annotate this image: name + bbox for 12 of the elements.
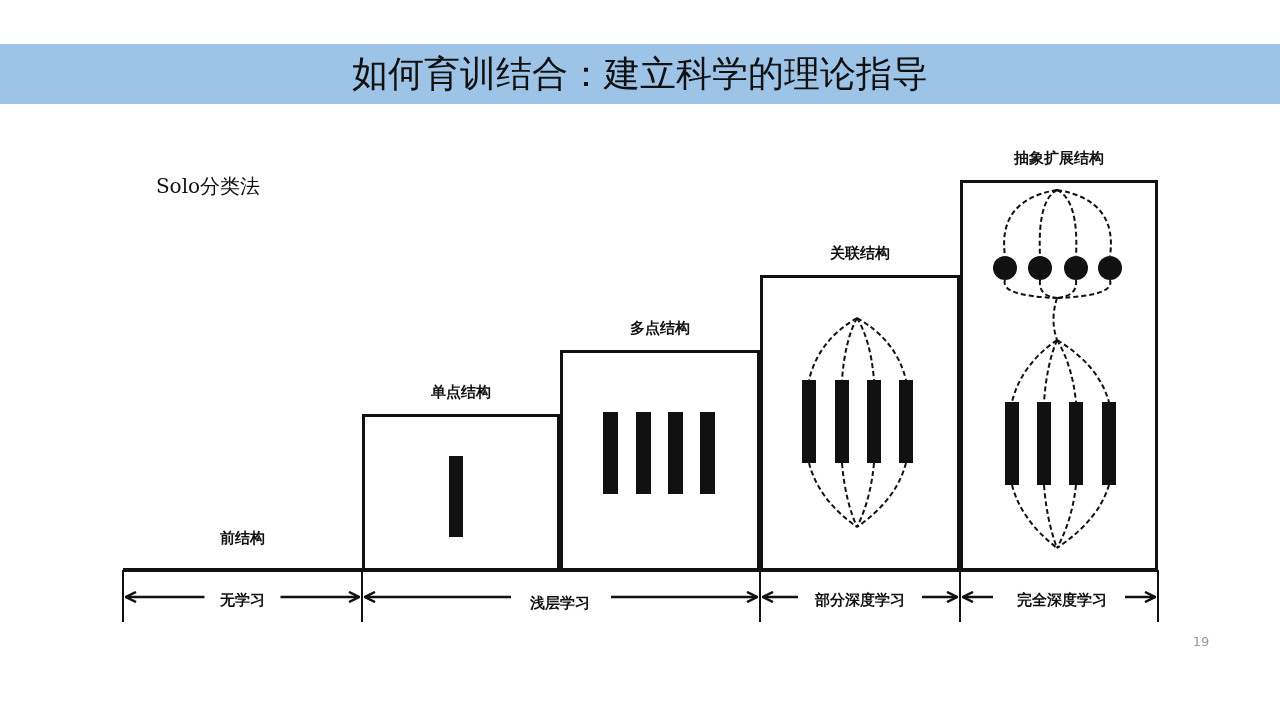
level-label: 前结构	[219, 528, 265, 548]
span-label: 完全深度学习	[1017, 590, 1107, 610]
step-heading: 关联结构	[830, 244, 890, 263]
span-label: 无学习	[219, 590, 265, 610]
step-heading: 抽象扩展结构	[1014, 149, 1104, 168]
page-number: 19	[1192, 633, 1210, 649]
step-heading: 多点结构	[630, 319, 690, 338]
span-label: 部分深度学习	[815, 590, 905, 610]
heading-text: Solo分类法	[155, 172, 261, 200]
title-banner: 如何育训结合：建立科学的理论指导	[0, 44, 1280, 104]
span-label: 浅层学习	[530, 593, 590, 613]
step-heading: 单点结构	[431, 383, 491, 402]
